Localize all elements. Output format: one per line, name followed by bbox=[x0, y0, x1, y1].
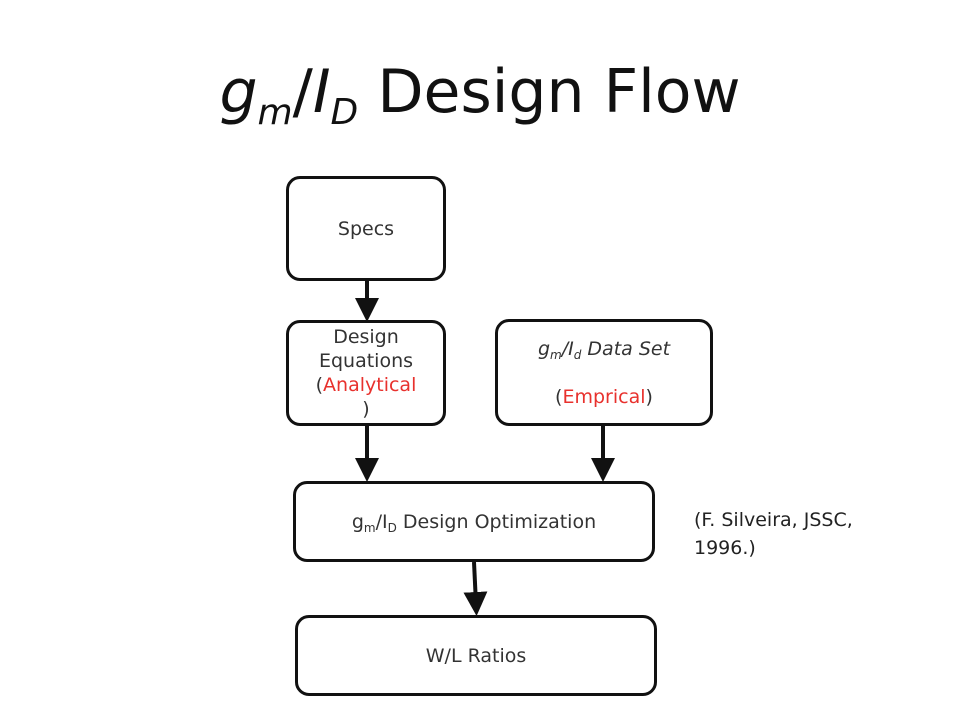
title-g: g bbox=[219, 57, 258, 127]
optimization-m: m bbox=[363, 520, 376, 535]
equations-analytical: Analytical bbox=[323, 374, 417, 396]
optimization-D: D bbox=[387, 520, 397, 535]
title-slash: / bbox=[292, 57, 313, 127]
specs-box: Specs bbox=[286, 176, 446, 281]
dataset-m: m bbox=[550, 347, 562, 362]
optimization-rest: Design Optimization bbox=[396, 510, 597, 533]
equations-line1: Design bbox=[333, 326, 399, 348]
dataset-d: d bbox=[573, 347, 582, 362]
wl-label: W/L Ratios bbox=[425, 644, 527, 667]
title-I: I bbox=[312, 57, 331, 127]
dataset-emprical: Emprical bbox=[562, 385, 646, 408]
dataset-g: g bbox=[537, 337, 551, 360]
equations-open-paren: ( bbox=[315, 374, 324, 396]
dataset-open-paren: ( bbox=[555, 385, 563, 408]
arrow-optimization-to-wl bbox=[463, 561, 488, 616]
title-rest: Design Flow bbox=[358, 57, 741, 127]
dataset-title: gm/Id Data Set bbox=[538, 337, 670, 361]
dataset-close-paren: ) bbox=[645, 385, 653, 408]
page-title: gm/ID Design Flow bbox=[0, 52, 960, 132]
optimization-g: g bbox=[351, 510, 364, 533]
equations-line2: Equations bbox=[318, 350, 414, 372]
optimization-slash: / bbox=[375, 510, 383, 533]
optimization-I: I bbox=[382, 510, 388, 533]
title-D: D bbox=[330, 92, 359, 133]
design-optimization-box: gm/ID Design Optimization bbox=[293, 481, 655, 562]
dataset-rest: Data Set bbox=[581, 337, 671, 360]
dataset-slash: / bbox=[561, 337, 569, 360]
wl-ratios-box: W/L Ratios bbox=[295, 615, 657, 696]
title-m: m bbox=[257, 92, 293, 133]
data-set-box: gm/Id Data Set (Emprical) bbox=[495, 319, 713, 426]
dataset-I: I bbox=[568, 337, 574, 360]
equations-close-paren: ) bbox=[362, 398, 370, 420]
specs-label: Specs bbox=[337, 217, 395, 240]
design-equations-box: Design Equations (Analytical ) bbox=[286, 320, 446, 426]
citation: (F. Silveira, JSSC, 1996.) bbox=[694, 509, 853, 559]
